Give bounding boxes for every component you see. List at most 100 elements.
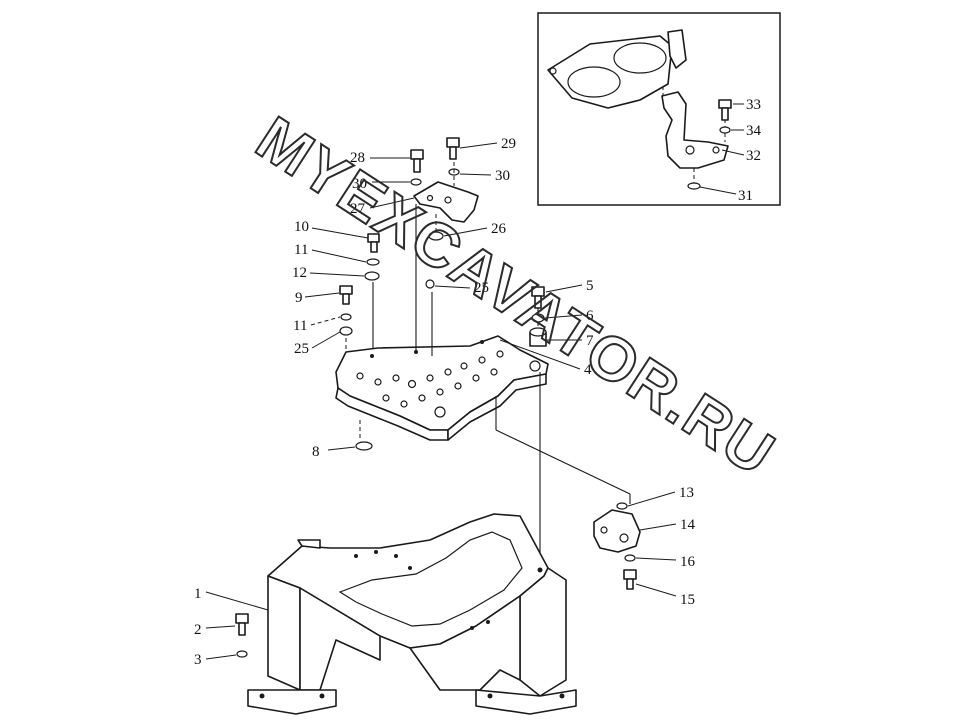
plate-hole-10 xyxy=(382,394,390,402)
callout-16: 16 xyxy=(680,554,696,570)
base-frame: 1 2 3 xyxy=(194,513,577,715)
inset-detail: 33 34 32 31 xyxy=(537,12,781,206)
plate-hole-2 xyxy=(374,378,382,386)
callout-34: 34 xyxy=(746,123,762,139)
inset-plate-hole-right xyxy=(613,42,667,74)
washer-12 xyxy=(364,271,380,281)
bolt-5-shank xyxy=(534,295,542,309)
callout-4: 4 xyxy=(584,362,592,378)
plate-hole-16 xyxy=(490,368,498,376)
frame-right-foot xyxy=(475,689,577,715)
leader-26 xyxy=(443,227,488,237)
frame-right-leg xyxy=(519,567,567,697)
callout-26: 26 xyxy=(491,221,507,237)
callout-28: 28 xyxy=(350,150,365,166)
callout-2: 2 xyxy=(194,622,202,638)
leader-25-upper xyxy=(434,285,471,289)
callout-12: 12 xyxy=(292,265,307,281)
callout-31: 31 xyxy=(738,188,753,204)
frame-front-web xyxy=(409,595,521,691)
lower-bracket-assembly: 13 14 16 15 xyxy=(593,485,696,608)
ring-13 xyxy=(616,502,628,510)
plate-hole-4 xyxy=(407,379,417,389)
washer-11-upper xyxy=(366,258,380,266)
callout-14: 14 xyxy=(680,517,696,533)
frame-deck-hole-2 xyxy=(374,550,378,554)
callout-30-right: 30 xyxy=(495,168,510,184)
leader-32 xyxy=(721,149,745,156)
plate-hole-12 xyxy=(418,394,426,402)
plate-large-hole xyxy=(434,406,446,418)
leader-1 xyxy=(205,591,269,611)
leader-31 xyxy=(699,186,737,195)
frame-deck-hole-6 xyxy=(486,620,490,624)
bolt-28-head xyxy=(410,149,424,160)
plate-hole-11 xyxy=(400,400,408,408)
callout-7: 7 xyxy=(586,333,594,349)
inset-plate-hole-left xyxy=(567,66,621,98)
inset-side-tab xyxy=(667,29,687,69)
bracket-14 xyxy=(593,509,641,553)
callout-25-upper: 25 xyxy=(474,280,489,296)
plate-boss-hole xyxy=(529,360,541,372)
bolt-29-shank xyxy=(449,146,457,160)
frame-foot-bolt-4 xyxy=(559,693,565,699)
leader-2 xyxy=(205,625,236,629)
washer-11-lower xyxy=(340,313,352,321)
frame-cutout xyxy=(338,531,523,627)
frame-foot-bolt-2 xyxy=(319,693,325,699)
callout-25-left: 25 xyxy=(294,341,309,357)
frame-left-foot xyxy=(247,689,337,715)
leader-5 xyxy=(545,284,583,293)
bracket-27-hole xyxy=(444,196,452,204)
leader-25-left xyxy=(311,331,341,349)
callout-13: 13 xyxy=(679,485,694,501)
callout-29: 29 xyxy=(501,136,516,152)
leader-3 xyxy=(205,654,237,660)
inset-ring xyxy=(687,182,701,190)
washer-8-group: 8 xyxy=(312,441,373,460)
plate-hole-1 xyxy=(356,372,364,380)
bolt-9-head xyxy=(339,285,353,295)
washer-16 xyxy=(624,554,636,562)
bolt-2-head xyxy=(235,613,249,624)
washer-6 xyxy=(531,313,545,323)
washer-3 xyxy=(236,650,248,658)
mounting-plate xyxy=(335,335,549,441)
washer-30-left xyxy=(410,178,422,186)
bolt-2-shank xyxy=(238,622,246,636)
leader-29 xyxy=(459,142,498,149)
leader-4 xyxy=(499,339,581,370)
inset-bolt-head xyxy=(718,99,732,109)
frame-upright-left xyxy=(297,539,321,549)
leader-10 xyxy=(311,227,369,239)
upper-bracket-assembly: 28 30 27 29 30 26 xyxy=(350,136,516,241)
callout-15: 15 xyxy=(680,592,695,608)
frame-foot-bolt-1 xyxy=(259,693,265,699)
inset-bolt-shank xyxy=(721,107,729,121)
plate-hole-3 xyxy=(392,374,400,382)
bolt-10-shank xyxy=(370,241,378,253)
callout-11-upper: 11 xyxy=(294,242,308,258)
callout-11-lower: 11 xyxy=(293,318,307,334)
left-fasteners: 10 11 12 9 11 25 xyxy=(292,219,380,376)
leader-12 xyxy=(309,272,365,277)
callout-9: 9 xyxy=(295,290,303,306)
bracket-14-hole-2 xyxy=(619,533,629,543)
inset-bracket-hole xyxy=(685,145,695,155)
callout-27: 27 xyxy=(350,201,366,217)
frame-deck-hole-1 xyxy=(354,554,358,558)
callout-8: 8 xyxy=(312,444,320,460)
leader-16 xyxy=(635,557,677,561)
leader-30-right xyxy=(459,173,492,176)
bracket-14-hole-1 xyxy=(600,526,608,534)
callout-5: 5 xyxy=(586,278,594,294)
guide-to-bracket-14 xyxy=(495,429,631,495)
leader-11-lower xyxy=(310,316,341,326)
leader-14 xyxy=(639,523,677,531)
callout-3: 3 xyxy=(194,652,202,668)
callout-30-left: 30 xyxy=(352,176,367,192)
callout-1: 1 xyxy=(194,586,202,602)
